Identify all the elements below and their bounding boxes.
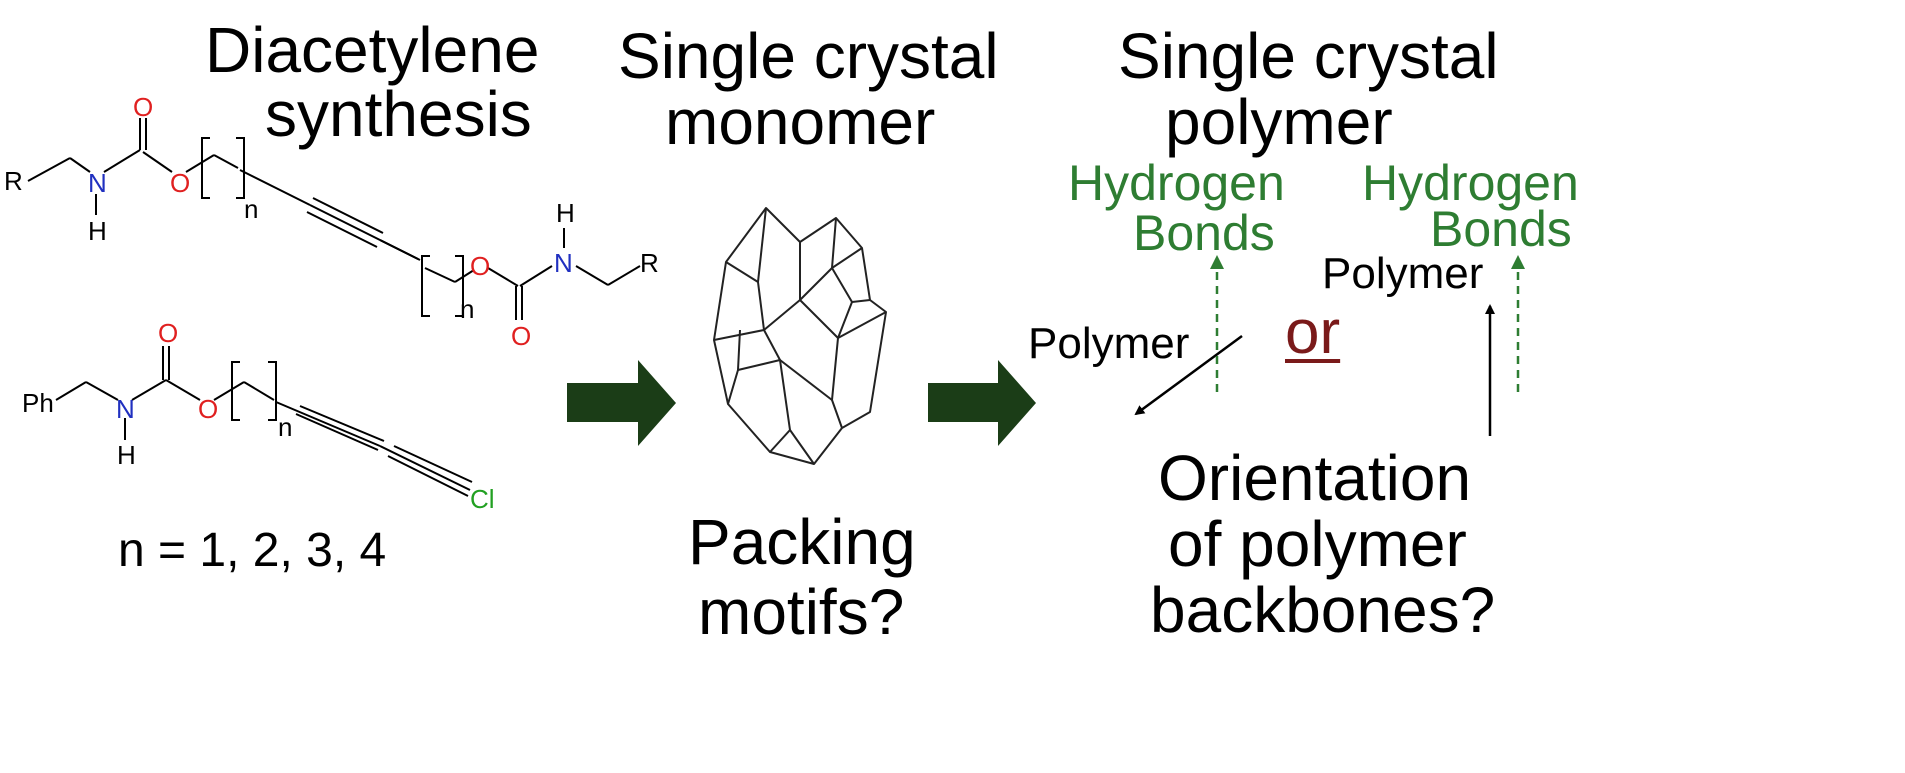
hydrogen-bonds-left-line2: Bonds bbox=[1133, 205, 1275, 261]
atom-n-2: n bbox=[460, 294, 474, 324]
process-arrow-1 bbox=[567, 360, 676, 446]
atom-H-2: H bbox=[556, 198, 575, 228]
heading-single-crystal-monomer-1: Single crystal bbox=[618, 20, 999, 92]
atom-N-3: N bbox=[116, 394, 135, 424]
hydrogen-bonds-left-line1: Hydrogen bbox=[1068, 155, 1285, 211]
motifs-label: motifs? bbox=[698, 576, 905, 648]
process-arrow-2 bbox=[928, 360, 1036, 446]
atom-O-4: O bbox=[511, 321, 531, 351]
atom-R-2: R bbox=[640, 248, 659, 278]
molecule-bis-carbamate-atoms: R N H O O n O n O N H R bbox=[4, 92, 659, 351]
molecule-chloro-diacetylene bbox=[55, 346, 473, 497]
heading-single-crystal-polymer-2: polymer bbox=[1165, 86, 1393, 158]
crystal-icon bbox=[713, 207, 887, 465]
polymer-arrow-left bbox=[1134, 334, 1243, 416]
atom-O-6: O bbox=[198, 394, 218, 424]
backbones-label: backbones? bbox=[1150, 574, 1496, 646]
heading-diacetylene: Diacetylene bbox=[205, 14, 540, 86]
atom-n-1: n bbox=[244, 194, 258, 224]
atom-O-2: O bbox=[170, 168, 190, 198]
atom-R-1: R bbox=[4, 166, 23, 196]
atom-Cl: Cl bbox=[470, 484, 495, 514]
hydrogen-bonds-right-line1: Hydrogen bbox=[1362, 155, 1579, 211]
polymer-label-right: Polymer bbox=[1322, 249, 1484, 298]
atom-O-5: O bbox=[158, 318, 178, 348]
heading-single-crystal-polymer-1: Single crystal bbox=[1118, 20, 1499, 92]
packing-label: Packing bbox=[688, 506, 916, 578]
atom-N-1: N bbox=[88, 168, 107, 198]
heading-synthesis: synthesis bbox=[265, 78, 532, 150]
orientation-label: Orientation bbox=[1158, 442, 1472, 514]
atom-n-3: n bbox=[278, 412, 292, 442]
or-label: or bbox=[1285, 298, 1341, 367]
atom-N-2: N bbox=[554, 248, 573, 278]
molecule-bis-carbamate bbox=[27, 118, 641, 320]
of-polymer-label: of polymer bbox=[1168, 508, 1467, 580]
atom-H-1: H bbox=[88, 216, 107, 246]
atom-H-3: H bbox=[117, 440, 136, 470]
atom-O-3: O bbox=[470, 251, 490, 281]
molecule-chloro-diacetylene-atoms: Ph N H O O n Cl bbox=[22, 318, 495, 514]
polymer-label-left: Polymer bbox=[1028, 319, 1190, 368]
atom-O-1: O bbox=[133, 92, 153, 122]
hydrogen-bonds-right-line2: Bonds bbox=[1430, 201, 1572, 257]
n-values-label: n = 1, 2, 3, 4 bbox=[118, 524, 387, 577]
atom-Ph: Ph bbox=[22, 388, 54, 418]
heading-single-crystal-monomer-2: monomer bbox=[665, 86, 936, 158]
